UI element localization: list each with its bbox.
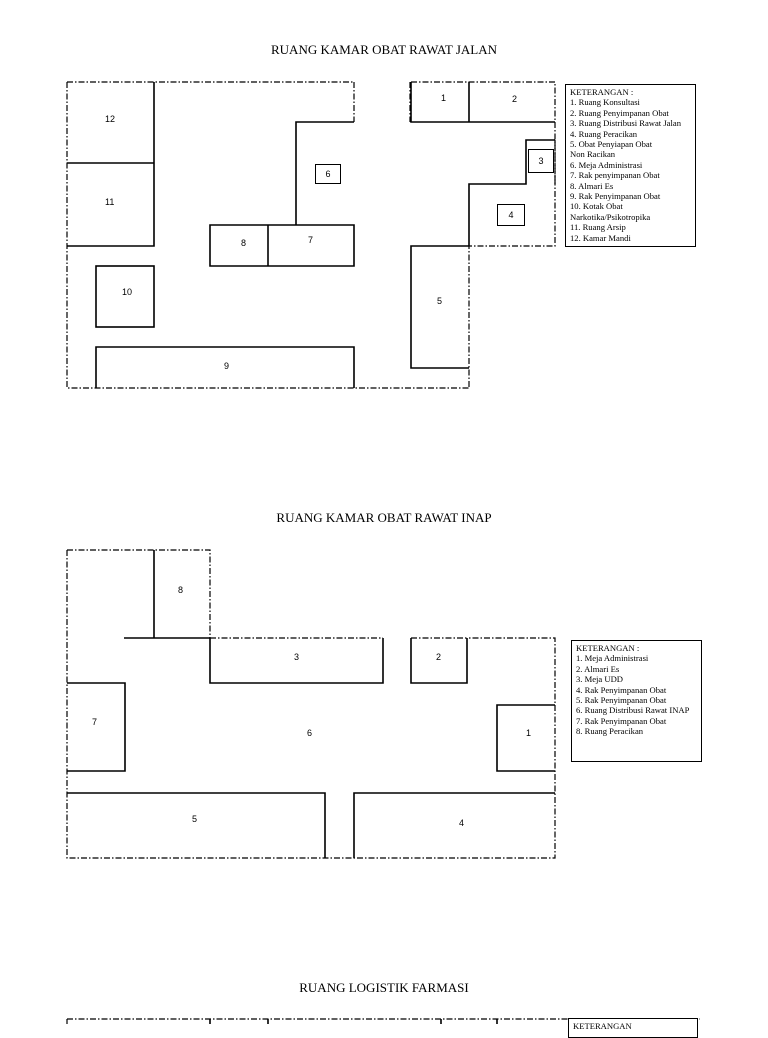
legend-item: Non Racikan xyxy=(570,149,616,160)
room-label: 7 xyxy=(92,717,98,727)
room-label: 2 xyxy=(436,652,442,662)
legend-item: 8. Ruang Peracikan xyxy=(576,726,644,737)
room-label: 4 xyxy=(459,818,465,828)
room-label: 6 xyxy=(315,164,341,184)
legend-item: 7. Rak penyimpanan Obat xyxy=(570,170,660,181)
legend-item: 4. Ruang Peracikan xyxy=(570,128,638,139)
legend-rawat-inap: KETERANGAN : 1. Meja Administrasi 2. Alm… xyxy=(571,640,702,762)
solid-walls xyxy=(67,82,555,1024)
room-label: 3 xyxy=(294,652,300,662)
legend-item: 3. Meja UDD xyxy=(576,674,624,685)
legend-item: 11. Ruang Arsip xyxy=(570,222,626,233)
legend-item: 1. Ruang Konsultasi xyxy=(570,97,640,108)
legend-item: 5. Rak Penyimpanan Obat xyxy=(576,695,667,706)
legend-item: 4. Rak Penyimpanan Obat xyxy=(576,684,667,695)
legend-item: 7. Rak Penyimpanan Obat xyxy=(576,715,667,726)
room-label: 8 xyxy=(241,238,247,248)
legend-item: 2. Almari Es xyxy=(576,663,620,674)
room-label: 4 xyxy=(497,204,525,226)
room-label: 2 xyxy=(512,94,518,104)
room-label: 7 xyxy=(308,235,314,245)
plan-title-rawat-jalan: RUANG KAMAR OBAT RAWAT JALAN xyxy=(271,42,497,57)
legend-item: 1. Meja Administrasi xyxy=(576,653,649,664)
room-label: 1 xyxy=(526,728,532,738)
legend-heading: KETERANGAN : xyxy=(576,643,640,653)
legend-item: 3. Ruang Distribusi Rawat Jalan xyxy=(570,118,681,129)
room-label: 5 xyxy=(192,814,198,824)
legend-heading: KETERANGAN xyxy=(573,1021,632,1031)
legend-item: 9. Rak Penyimpanan Obat xyxy=(570,191,661,202)
room-label: 11 xyxy=(105,197,115,207)
room-label: 6 xyxy=(307,728,313,738)
legend-item: Narkotika/Psikotropika xyxy=(570,211,651,222)
legend-item: 5. Obat Penyiapan Obat xyxy=(570,139,653,150)
room-label: 1 xyxy=(441,93,447,103)
legend-item: 12. Kamar Mandi xyxy=(570,232,631,243)
legend-item: 10. Kotak Obat xyxy=(570,201,623,212)
legend-item: 8. Almari Es xyxy=(570,180,614,191)
room-label: 12 xyxy=(105,114,116,124)
room-label: 8 xyxy=(178,585,184,595)
legend-item: 6. Ruang Distribusi Rawat INAP xyxy=(576,705,690,716)
room-label: 3 xyxy=(528,149,554,173)
legend-item: 6. Meja Administrasi xyxy=(570,159,643,170)
legend-rawat-jalan: KETERANGAN : 1. Ruang Konsultasi 2. Ruan… xyxy=(565,84,696,247)
legend-logistik-farmasi: KETERANGAN xyxy=(568,1018,698,1038)
legend-heading: KETERANGAN : xyxy=(570,87,634,97)
plan-title-rawat-inap: RUANG KAMAR OBAT RAWAT INAP xyxy=(276,510,492,525)
room-label: 9 xyxy=(224,361,230,371)
plan-title-logistik-farmasi: RUANG LOGISTIK FARMASI xyxy=(299,980,469,995)
legend-item: 2. Ruang Penyimpanan Obat xyxy=(570,107,669,118)
room-label: 5 xyxy=(437,296,443,306)
room-label: 10 xyxy=(122,287,133,297)
dashed-walls xyxy=(66,81,700,1024)
